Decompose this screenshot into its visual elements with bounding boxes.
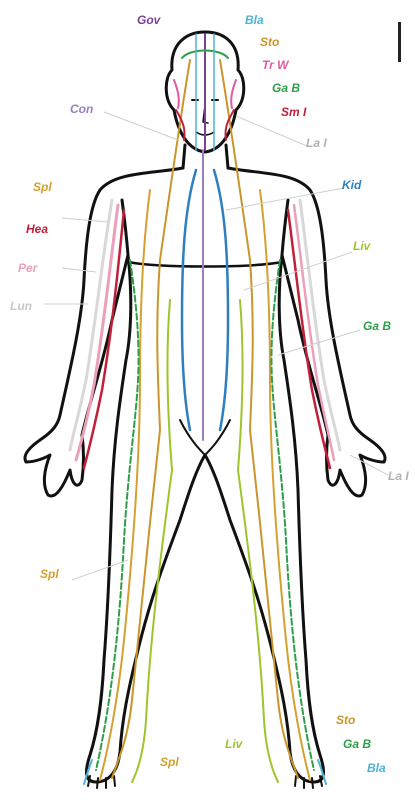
label-liv-chest: Liv [353,239,372,253]
label-kid: Kid [342,178,362,192]
bladder-foot-line [84,760,326,784]
label-trw: Tr W [262,58,290,72]
meridian-labels: Gov Bla Sto Tr W Ga B Sm I La I Con Kid … [10,13,409,775]
label-gov: Gov [137,13,162,27]
lung-line-left [70,200,112,450]
label-per: Per [18,261,39,275]
label-spl-chest: Spl [33,180,52,194]
label-sto-foot: Sto [336,713,355,727]
meridian-lines [70,34,340,784]
label-lun: Lun [10,299,32,313]
label-smi: Sm I [281,105,307,119]
label-spl-leg: Spl [40,567,59,581]
pericardium-line-left [76,205,118,460]
kidney-line-right [214,170,228,430]
label-spl-foot: Spl [160,755,179,769]
label-bla-foot: Bla [367,761,386,775]
label-hea: Hea [26,222,48,236]
label-lai-hand: La I [388,469,409,483]
label-gab-side: Ga B [363,319,391,333]
label-con: Con [70,102,93,116]
large-intestine-line-right [300,200,340,450]
label-sto-head: Sto [260,35,279,49]
label-bla-head: Bla [245,13,264,27]
label-gab-head: Ga B [272,81,300,95]
label-gab-foot: Ga B [343,737,371,751]
label-lai-top: La I [306,136,327,150]
label-liv-foot: Liv [225,737,244,751]
kidney-line-left [182,170,196,430]
